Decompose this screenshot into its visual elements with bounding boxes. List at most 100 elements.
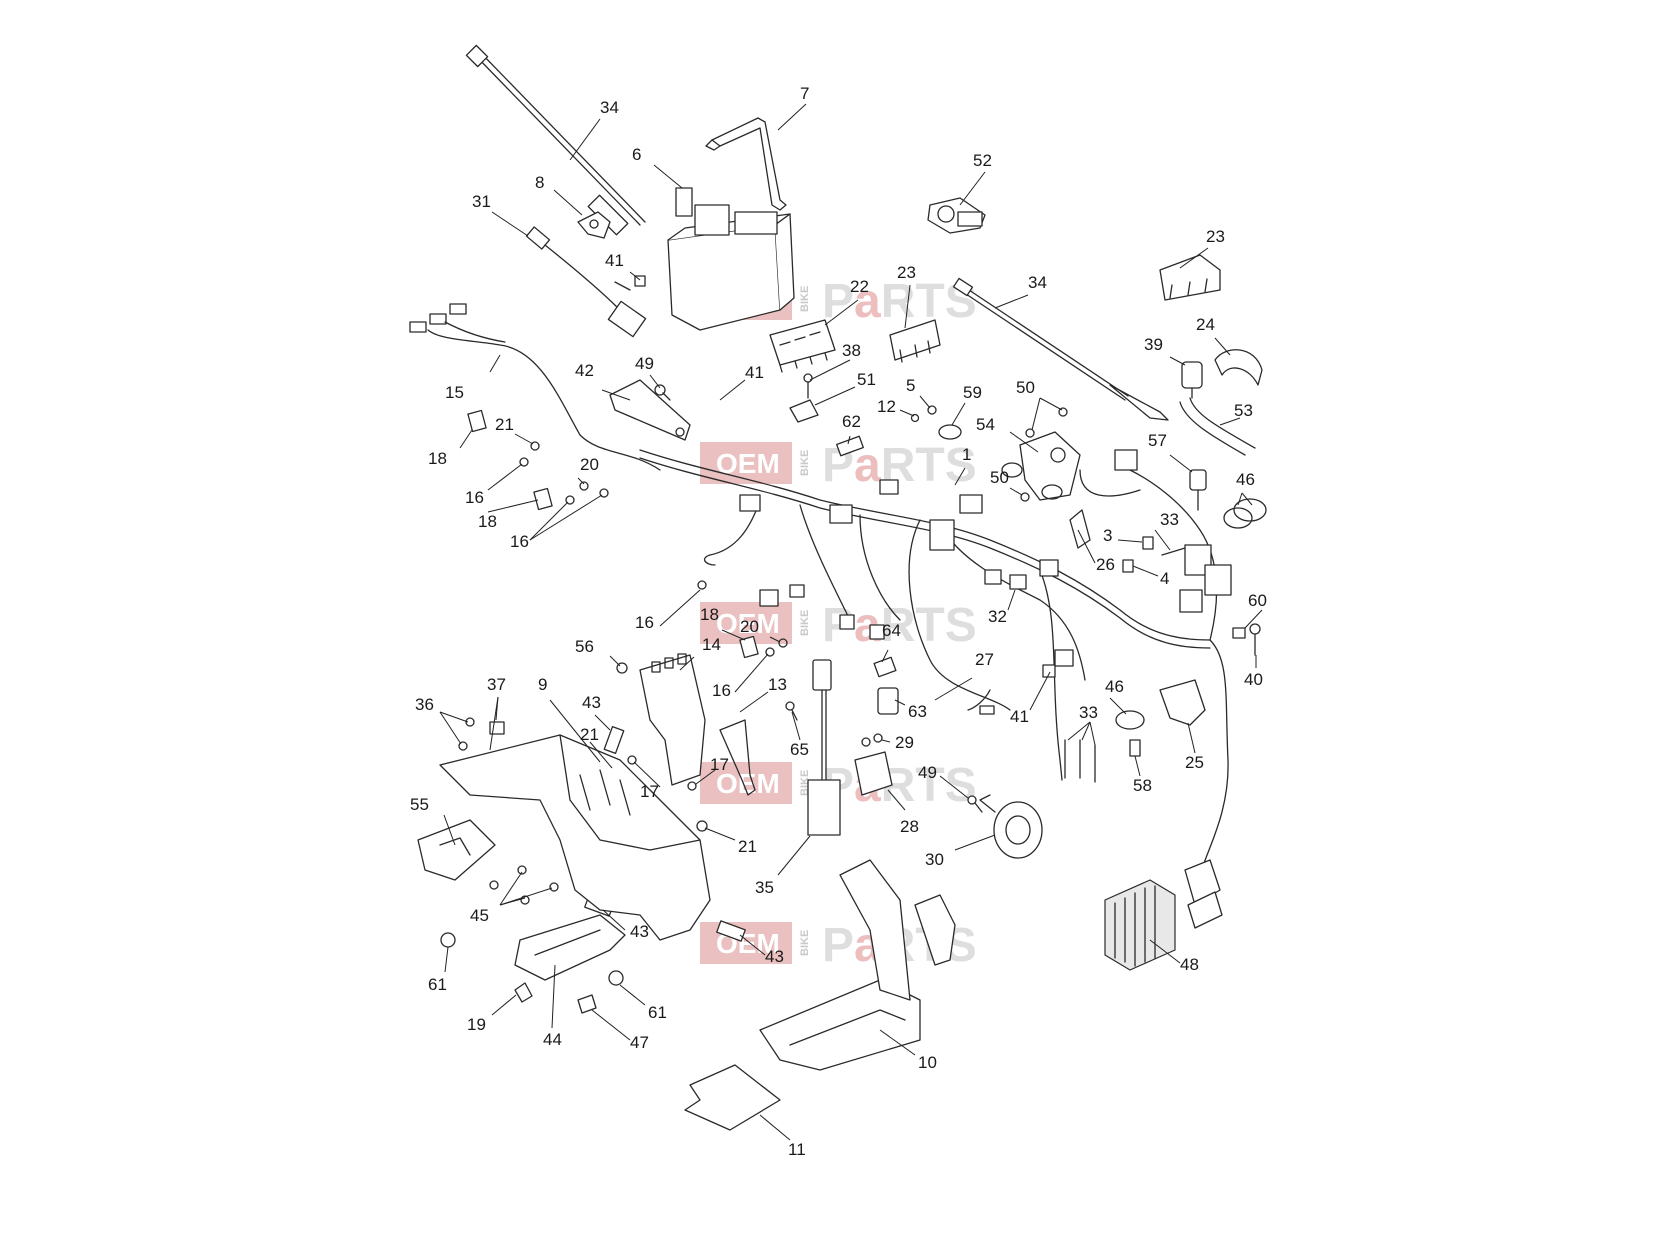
callout-label: 22 — [850, 277, 869, 296]
callout-label: 63 — [908, 702, 927, 721]
part-47-clip — [577, 994, 597, 1014]
part-29-nuts — [861, 733, 883, 747]
part-10-ecu-tray — [759, 859, 956, 1071]
part-25-harness-bracket — [1159, 679, 1206, 726]
part-28-starter-relay — [854, 751, 893, 796]
part-18-clip-b — [533, 487, 553, 511]
part-33-cable-ties-lower — [1064, 739, 1096, 783]
callout-label: 39 — [1144, 335, 1163, 354]
callout-label: 18 — [478, 512, 497, 531]
callout-label: 40 — [1244, 670, 1263, 689]
part-50-screw-upper — [1025, 407, 1068, 438]
part-23-fuse-cover-right — [1159, 254, 1221, 301]
callout-label: 57 — [1148, 431, 1167, 450]
part-35-sensor-lead — [807, 659, 841, 836]
callout-label: 20 — [580, 455, 599, 474]
watermark-lower-mid: OEM BIKE PaRTS — [700, 759, 977, 812]
callout-label: 25 — [1185, 753, 1204, 772]
part-20-washer-a — [579, 481, 589, 491]
callout-label: 33 — [1160, 510, 1179, 529]
callout-label: 46 — [1236, 470, 1255, 489]
callout-label: 11 — [788, 1140, 806, 1159]
callout-label: 43 — [582, 693, 601, 712]
watermark-mid: OEM BIKE PaRTS — [700, 599, 977, 652]
callout-label: 37 — [487, 675, 506, 694]
part-49-bolt-lower — [967, 795, 983, 813]
callout-label: 13 — [768, 675, 787, 694]
part-18-clip-c — [739, 635, 759, 659]
callout-label: 21 — [580, 725, 599, 744]
callout-label: 58 — [1133, 776, 1152, 795]
part-57-connector — [1189, 469, 1207, 511]
part-39-rubber-grommet — [1181, 361, 1203, 399]
callout-label: 12 — [877, 397, 896, 416]
part-53-breather-hose — [1179, 397, 1256, 456]
callout-label: 38 — [842, 341, 861, 360]
part-55-rubber-mount — [417, 819, 496, 881]
callout-label: 44 — [543, 1030, 562, 1049]
callout-label: 47 — [630, 1033, 649, 1052]
part-11-foam-pad — [684, 1064, 781, 1131]
part-18-clip-a — [467, 409, 487, 433]
part-44-ecu-cover — [514, 914, 626, 981]
callout-label: 16 — [465, 488, 484, 507]
callout-label: 65 — [790, 740, 809, 759]
part-61-rubber-cap-right — [608, 970, 624, 986]
callout-label: 36 — [415, 695, 434, 714]
part-21-washer-a — [530, 441, 540, 451]
part-40-bolt — [1249, 623, 1261, 656]
callout-label: 19 — [467, 1015, 486, 1034]
part-24-hose-clamp — [1214, 349, 1263, 386]
callout-label: 10 — [918, 1053, 937, 1072]
part-22-relay-block — [769, 319, 836, 373]
part-16-screw-c — [697, 580, 707, 590]
callout-label: 48 — [1180, 955, 1199, 974]
part-42-mounting-bracket — [609, 379, 691, 441]
callout-label: 34 — [600, 98, 619, 117]
callout-label: 41 — [605, 251, 624, 270]
part-15-lead-harness — [409, 303, 661, 471]
callout-label: 8 — [535, 173, 544, 192]
callout-label: 9 — [538, 675, 547, 694]
watermark-oem-text: OEM — [716, 608, 780, 639]
callout-label: 50 — [990, 468, 1009, 487]
watermark-bike-text: BIKE — [799, 930, 811, 956]
part-50-screw-lower — [1020, 492, 1030, 502]
callout-label: 16 — [712, 681, 731, 700]
callout-label: 34 — [1028, 273, 1047, 292]
callout-label: 41 — [1010, 707, 1029, 726]
part-8-small-bracket — [577, 211, 611, 239]
part-26-connector — [1069, 509, 1091, 549]
part-34-sensor-rod-left — [465, 44, 646, 236]
part-52-connector-clip — [927, 197, 986, 234]
callout-label: 24 — [1196, 315, 1215, 334]
part-12-washer — [910, 413, 920, 423]
callout-label: 55 — [410, 795, 429, 814]
part-20-washer-b — [778, 638, 788, 648]
callout-label: 61 — [648, 1003, 667, 1022]
watermark-bike-text: BIKE — [799, 450, 811, 476]
part-13-mounting-bracket — [719, 719, 756, 796]
part-21-washer-c — [696, 820, 708, 832]
part-65-screw — [785, 701, 798, 721]
callout-label: 3 — [1103, 526, 1112, 545]
callout-label: 42 — [575, 361, 594, 380]
leader-lines — [439, 103, 1263, 1141]
part-16-screw-b — [565, 488, 609, 505]
part-19-clip — [514, 982, 533, 1003]
part-36-bolts — [458, 717, 475, 751]
watermark-upper-mid: OEM BIKE PaRTS — [700, 439, 977, 492]
callout-label: 1 — [962, 445, 971, 464]
part-49-bolt-upper — [654, 384, 671, 401]
callout-label: 6 — [632, 145, 641, 164]
part-64-relay-connector — [873, 656, 897, 678]
callout-label: 17 — [710, 755, 729, 774]
callout-label: 49 — [918, 763, 937, 782]
part-23-fuse-cover-mid — [889, 319, 941, 363]
callout-label: 4 — [1160, 569, 1169, 588]
part-63-relay — [877, 687, 899, 715]
watermark-bike-text: BIKE — [799, 610, 811, 636]
part-60-cap — [1232, 627, 1246, 639]
